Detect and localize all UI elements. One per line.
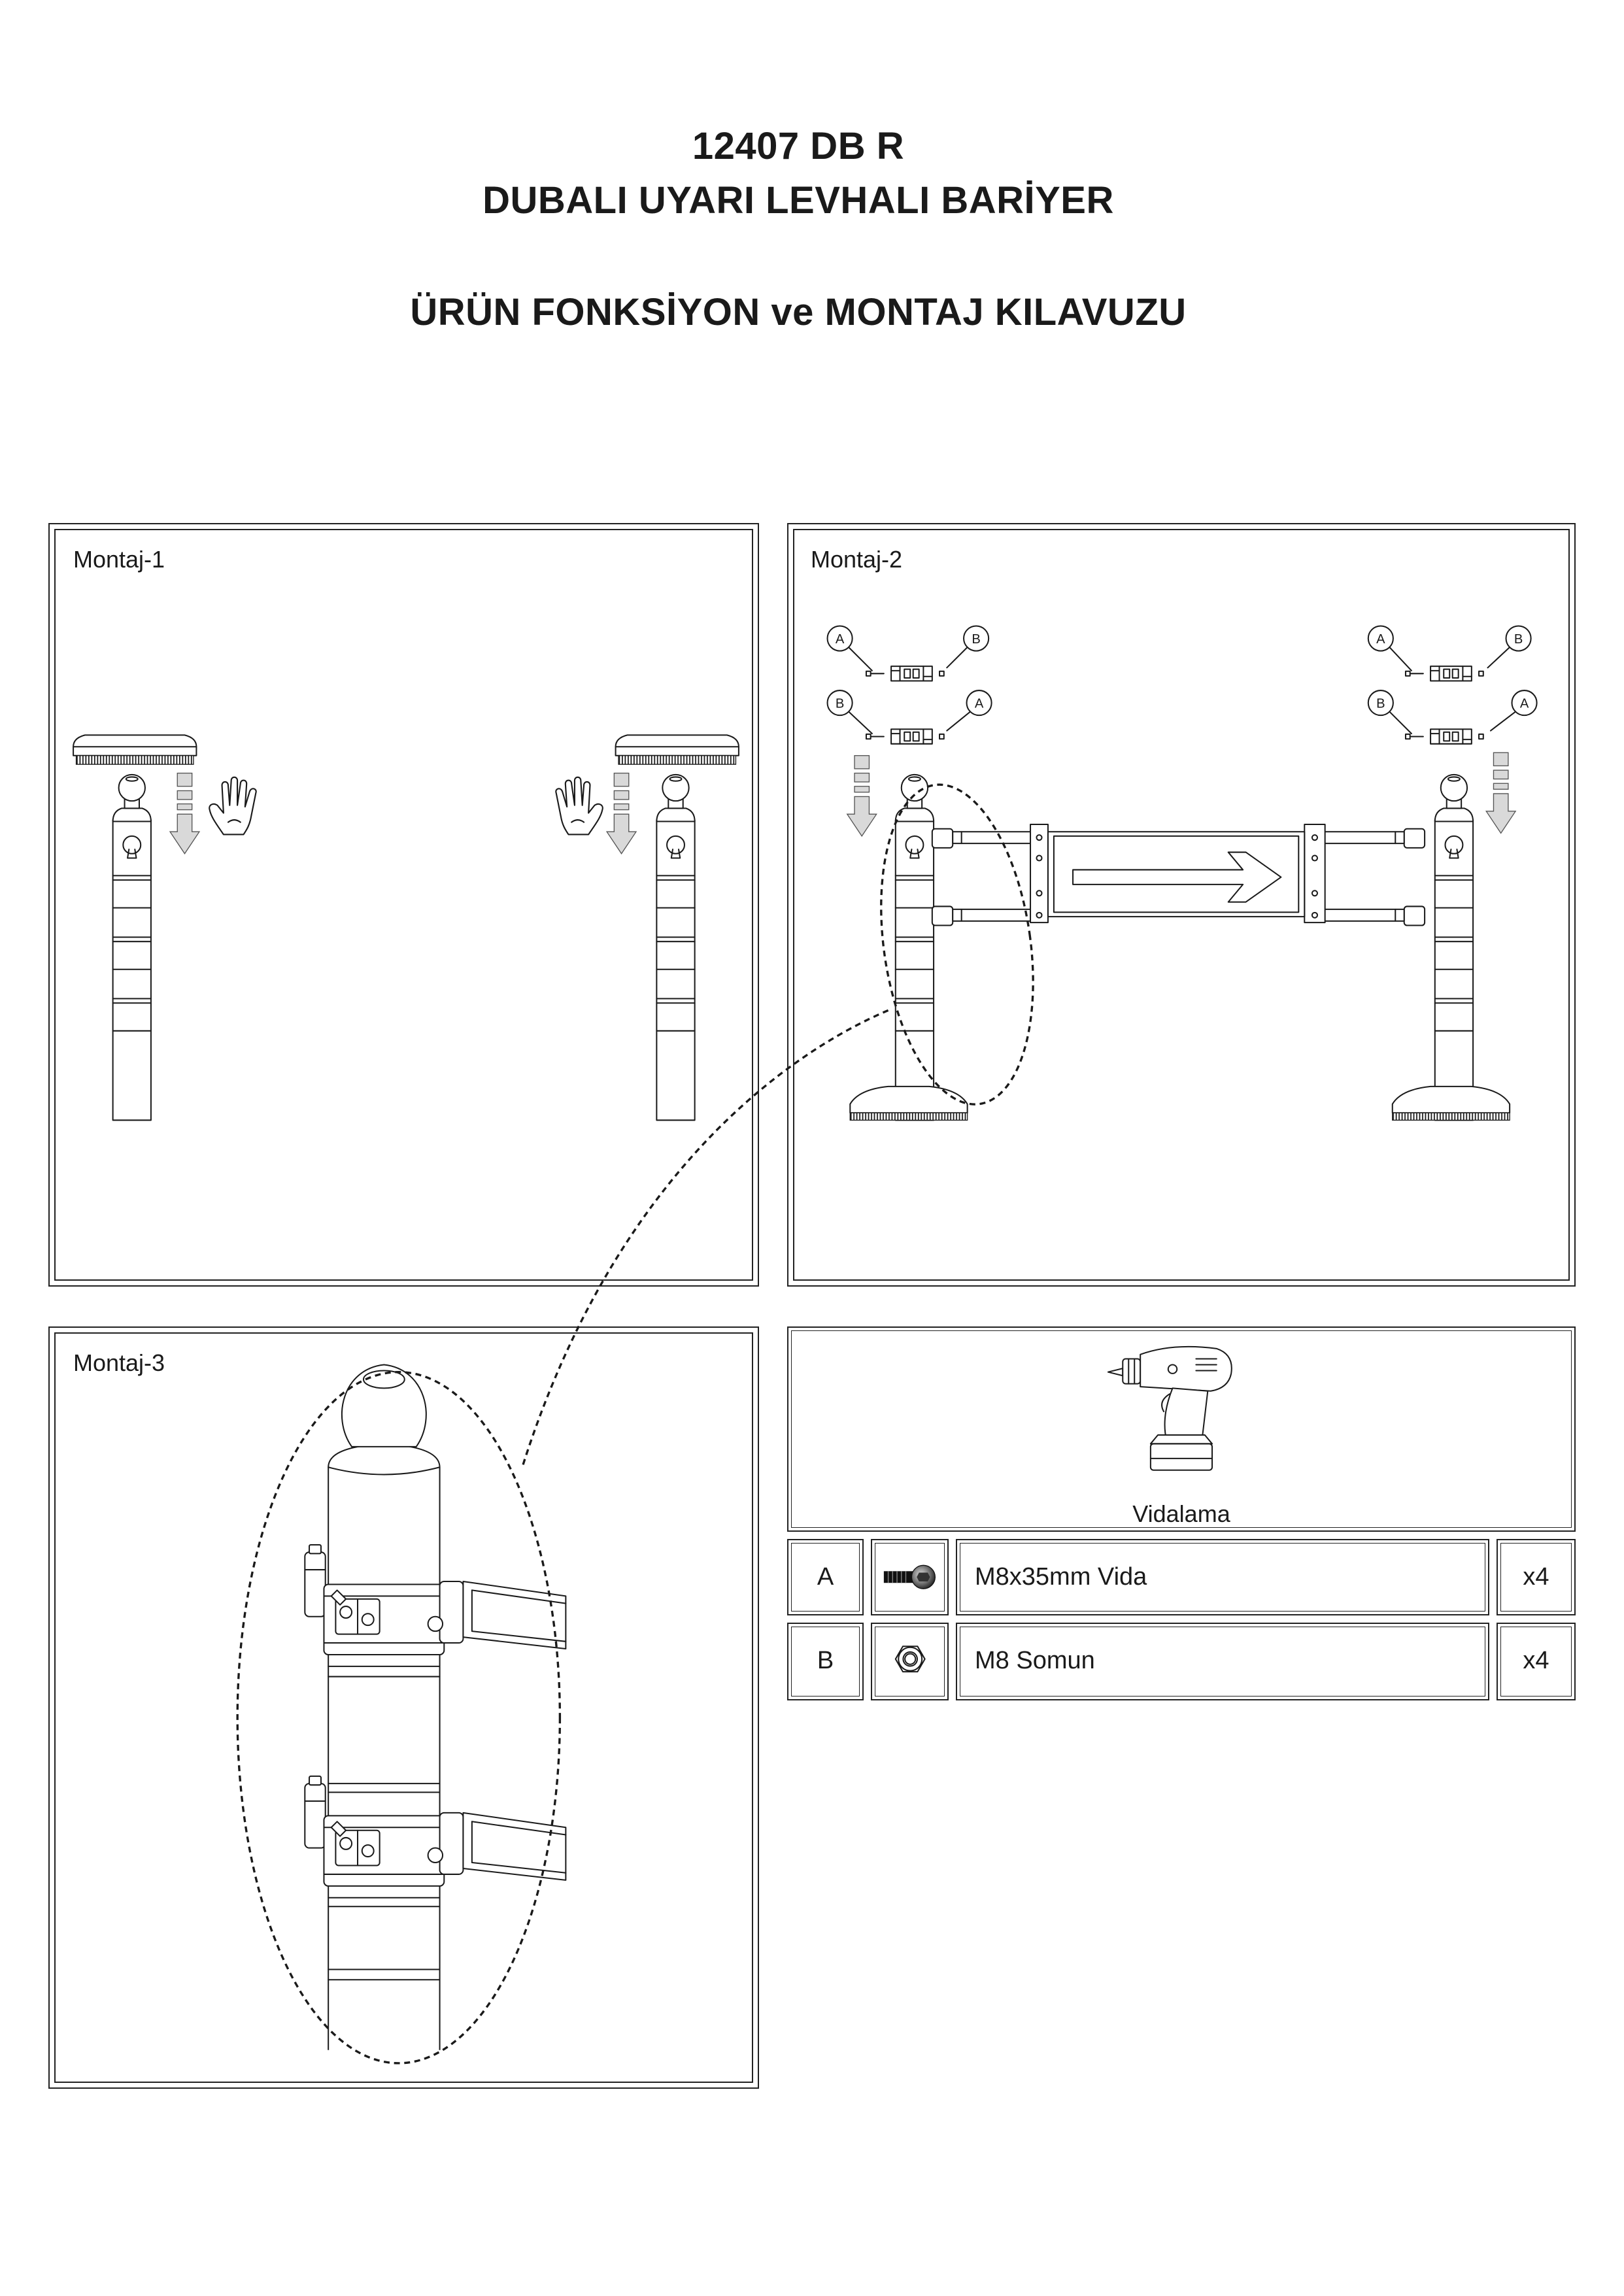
part-b-id: B: [817, 1647, 834, 1674]
tools-label: Vidalama: [1132, 1500, 1230, 1527]
part-b-icon-cell: [871, 1623, 949, 1700]
guide-title: ÜRÜN FONKSİYON ve MONTAJ KILAVUZU: [410, 291, 1187, 333]
part-a-id: A: [817, 1563, 834, 1591]
part-a-qty: x4: [1523, 1563, 1549, 1591]
montaj-3-panel: [48, 1326, 759, 2089]
part-b-id-cell: [787, 1623, 864, 1700]
montaj-2-panel: [787, 523, 1576, 1287]
product-code: 12407 DB R: [692, 125, 905, 167]
montaj-3-label: Montaj-3: [73, 1349, 165, 1376]
part-b-qty: x4: [1523, 1647, 1549, 1674]
part-a-icon-cell: [871, 1539, 949, 1615]
montaj-1-label: Montaj-1: [73, 546, 165, 573]
part-b-qty-cell: [1497, 1623, 1576, 1700]
part-a-qty-cell: [1497, 1539, 1576, 1615]
part-a-name-cell: [956, 1539, 1489, 1615]
montaj-1-panel: [48, 523, 759, 1287]
part-b-name: M8 Somun: [975, 1647, 1095, 1674]
part-a-name: M8x35mm Vida: [975, 1563, 1147, 1591]
montaj-2-label: Montaj-2: [811, 546, 903, 573]
product-name: DUBALI UYARI LEVHALI BARİYER: [482, 179, 1114, 222]
part-b-name-cell: [956, 1623, 1489, 1700]
part-a-id-cell: [787, 1539, 864, 1615]
